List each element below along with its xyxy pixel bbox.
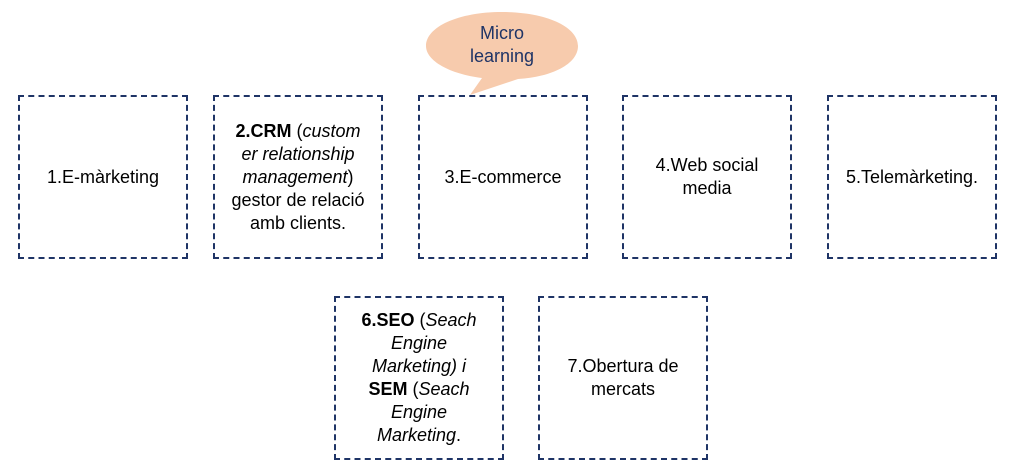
sem-italic-2: Engine <box>390 402 448 422</box>
box-web-social-media-text: 4.Web social media <box>656 154 759 200</box>
sem-italic-1: Seach <box>418 379 470 399</box>
box-obertura-mercats-text: 7.Obertura de mercats <box>567 355 678 401</box>
web-line-1: 4.Web social <box>655 155 759 175</box>
seo-bold: 6.SEO <box>361 310 415 330</box>
crm-rest-2: amb clients. <box>249 212 347 233</box>
box-crm: 2.CRM (custom er relationship management… <box>213 95 383 259</box>
sem-bold: SEM <box>368 379 408 399</box>
callout-line-2: learning <box>469 46 535 66</box>
box-ecommerce: 3.E-commerce <box>418 95 588 259</box>
box-obertura-mercats: 7.Obertura de mercats <box>538 296 708 460</box>
seo-italic-3: Marketing) i <box>371 356 466 376</box>
box-seo-sem: 6.SEO (Seach Engine Marketing) i SEM (Se… <box>334 296 504 460</box>
box-ecommerce-label: 3.E-commerce <box>444 166 562 187</box>
seo-italic-1: Seach <box>425 310 477 330</box>
crm-italic-1: custom <box>302 120 361 141</box>
obertura-line-1: 7.Obertura de <box>567 356 679 376</box>
box-seo-sem-text: 6.SEO (Seach Engine Marketing) i SEM (Se… <box>361 310 477 445</box>
crm-bold: 2.CRM <box>235 120 292 141</box>
crm-rest-1: gestor de relació <box>231 189 365 210</box>
box-web-social-media: 4.Web social media <box>622 95 792 259</box>
box-telemarketing: 5.Telemàrketing. <box>827 95 997 259</box>
box-telemarketing-label: 5.Telemàrketing. <box>845 166 979 187</box>
callout-line-1: Micro <box>480 23 524 43</box>
sem-italic-3: Marketing <box>376 425 456 445</box>
box-emarketing-label: 1.E-màrketing <box>46 166 160 187</box>
box-emarketing: 1.E-màrketing <box>18 95 188 259</box>
crm-italic-3: management <box>242 166 348 187</box>
box-crm-text: 2.CRM (custom er relationship management… <box>231 120 365 233</box>
web-line-2: media <box>682 178 732 198</box>
callout-label: Micro learning <box>427 22 577 68</box>
crm-italic-2: er relationship <box>241 143 355 164</box>
seo-italic-2: Engine <box>390 333 448 353</box>
obertura-line-2: mercats <box>590 379 655 399</box>
